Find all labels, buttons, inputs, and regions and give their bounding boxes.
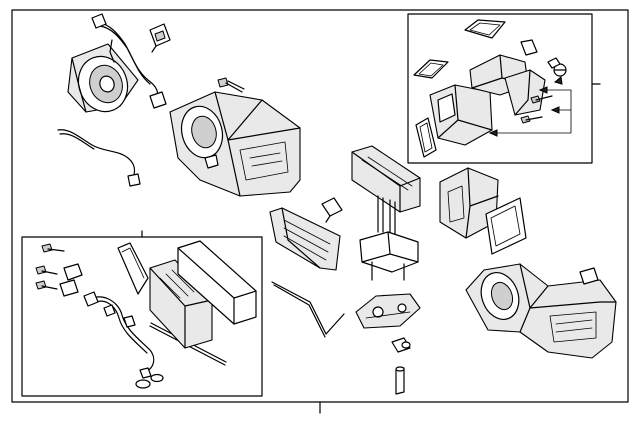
blower-motor [67,43,139,113]
resistor [149,23,171,53]
actuator-plate [355,293,421,329]
drain-tube [395,366,405,395]
intake-panel [269,207,341,271]
sensor-wire [57,129,141,187]
duct-right [439,167,499,239]
bracket-small [321,197,343,223]
outer-border [11,9,629,414]
grommet [391,337,411,353]
gasket-panel [485,197,527,255]
heater-core [351,145,421,235]
mode-bracket [359,231,419,281]
duct-assembly-detail [413,19,572,158]
blower-case [169,91,301,197]
callout-box-bottom-left [21,230,263,397]
callout-box-top-right [407,13,601,164]
blower-wire-harness [91,13,167,109]
filter-and-wiring-detail [35,240,257,389]
link-rod [271,281,345,338]
bolt-top [217,77,245,93]
heater-case [465,263,617,359]
